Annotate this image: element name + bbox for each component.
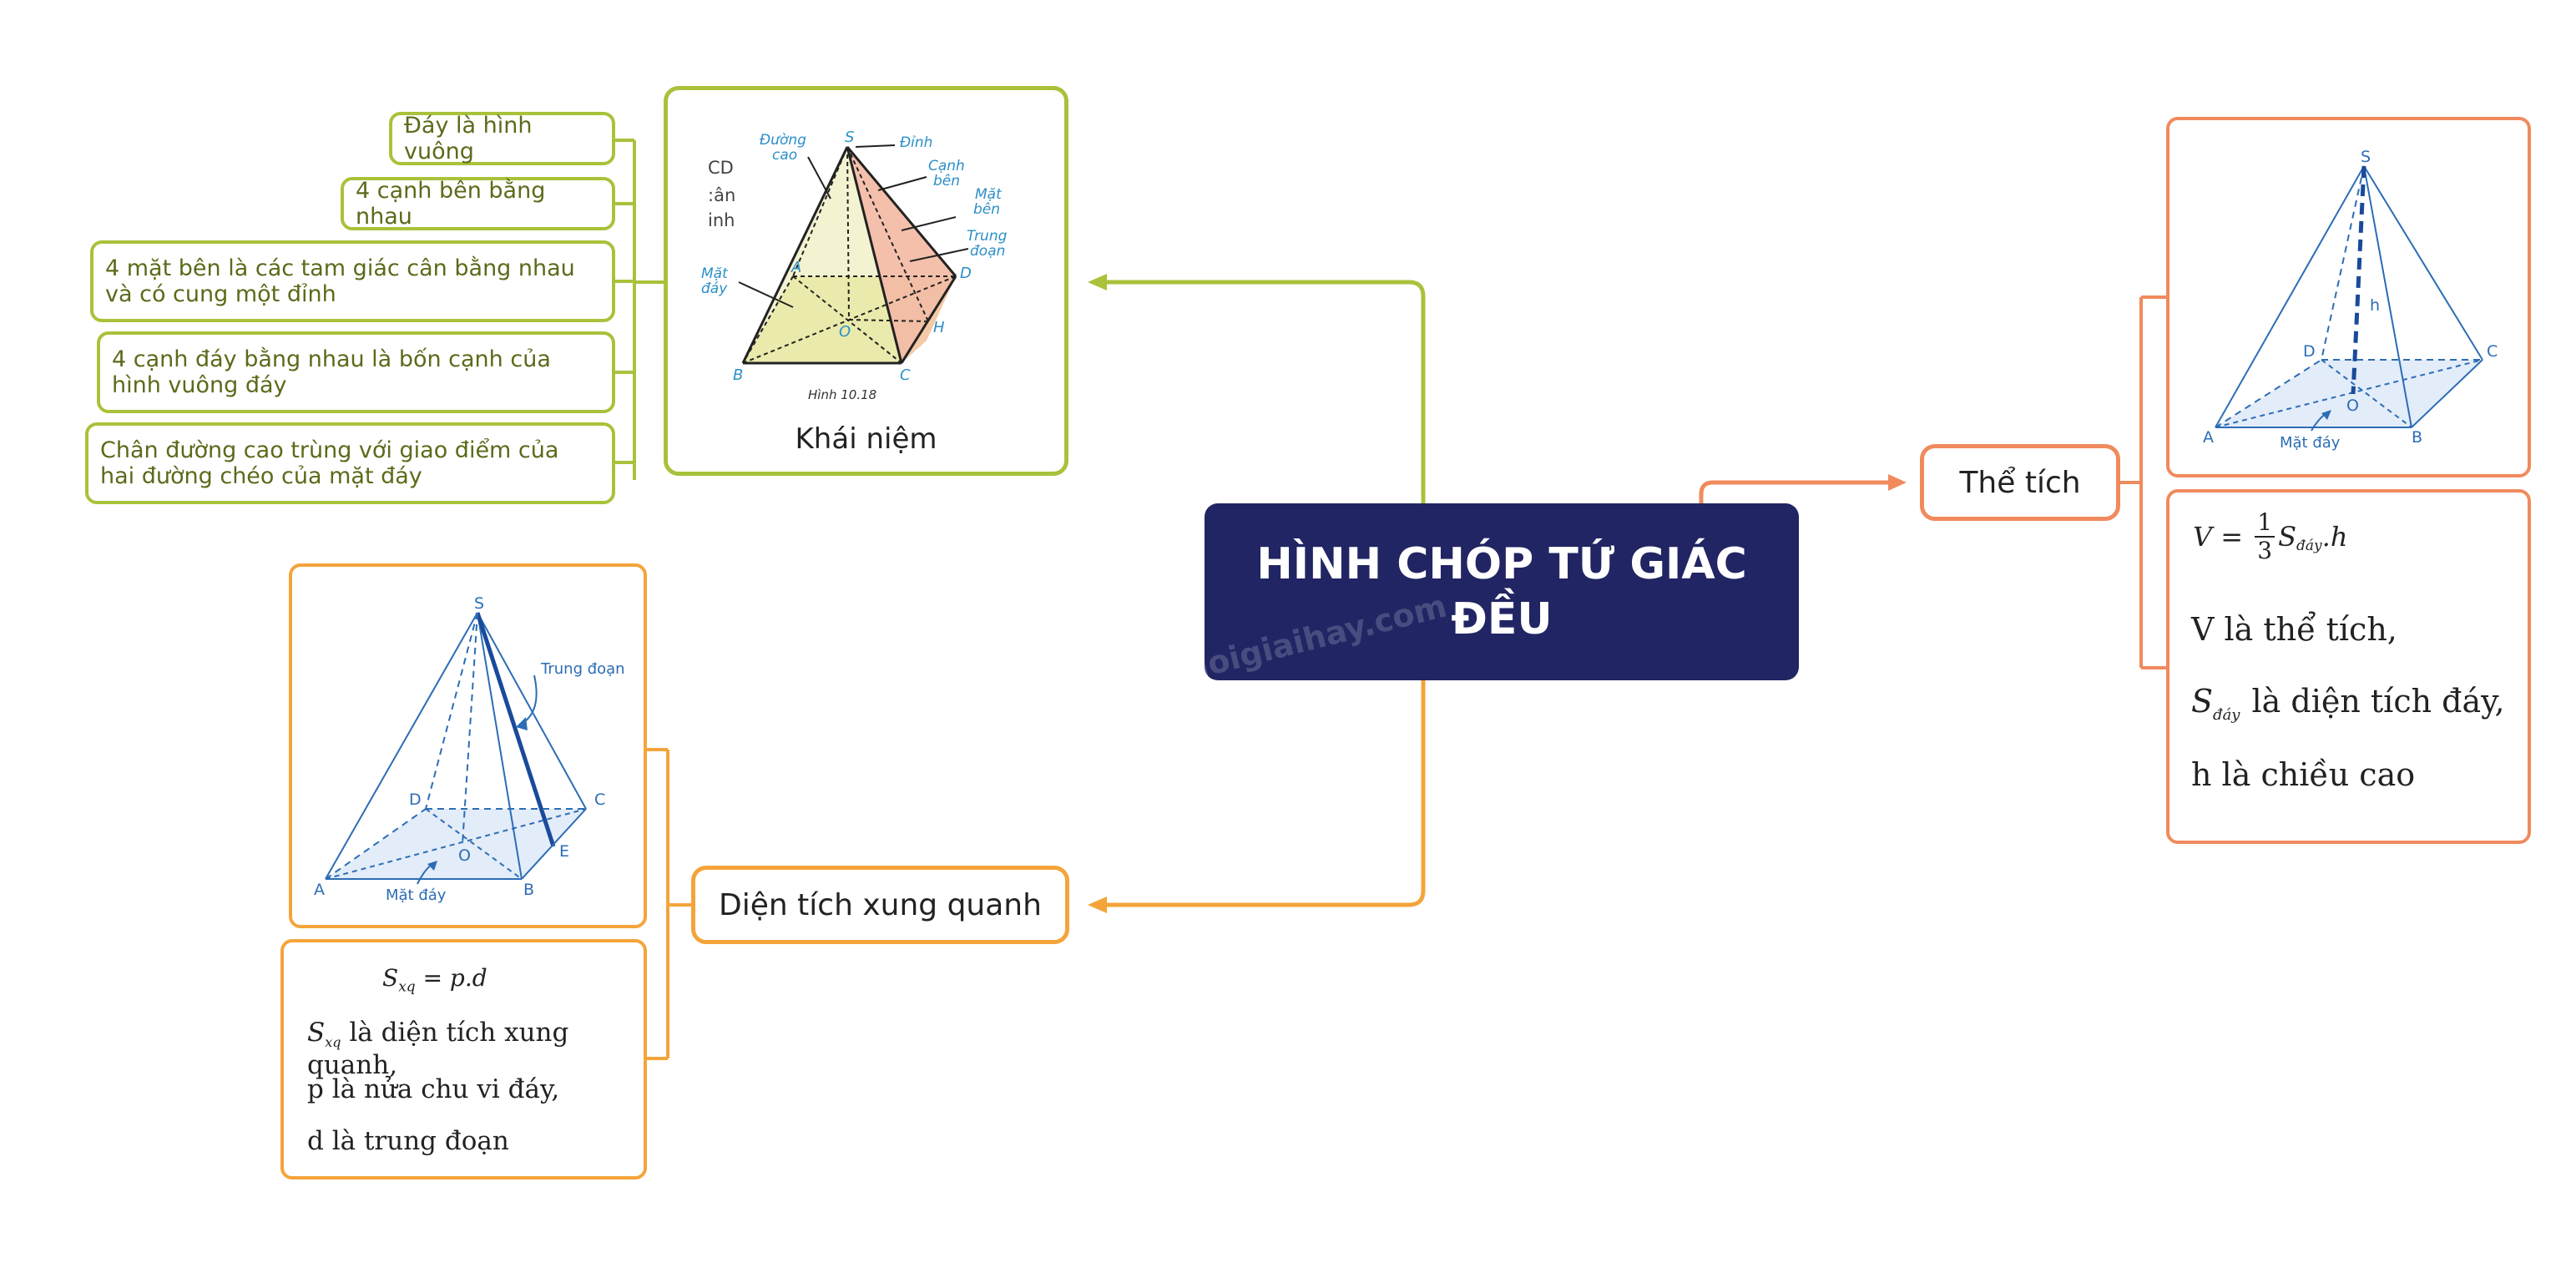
concept-figure-box[interactable]: S A B C D O H Đường cao Đỉnh Cạnh bên Mặ…: [664, 86, 1068, 476]
volume-point-b: B: [2412, 428, 2422, 447]
label-canh-ben-1: Cạnh: [928, 158, 965, 174]
concept-property-1[interactable]: Đáy là hình vuông: [389, 112, 615, 165]
vf-s: S: [2278, 521, 2297, 553]
concept-property-5[interactable]: Chân đường cao trùng với giao điểm của h…: [85, 422, 615, 504]
volume-point-s: S: [2361, 148, 2371, 166]
label-duong-cao-1: Đường: [760, 132, 806, 149]
volume-line-3: h là chiều cao: [2191, 756, 2416, 793]
vf-v: V: [2193, 521, 2213, 553]
label-dinh: Đỉnh: [900, 134, 932, 151]
side-text-1: CD: [708, 158, 734, 178]
center-title-line2: ĐỀU: [1451, 594, 1553, 644]
volume-point-o: O: [2346, 397, 2359, 415]
line-text: là diện tích xung quanh,: [307, 1018, 569, 1081]
line-sym: S: [307, 1018, 326, 1048]
arrow-volume: [1888, 474, 1907, 491]
concept-label: Khái niệm: [795, 422, 937, 456]
vf-fraction: 1 3: [2255, 509, 2275, 564]
volume-figure-box[interactable]: S A B C D O h Mặt đáy: [2166, 117, 2531, 477]
label-canh-ben-2: bên: [933, 173, 960, 189]
point-label-h: H: [933, 319, 945, 336]
lateral-point-d: D: [409, 791, 422, 809]
lateral-formula: Sxq = p.d: [382, 964, 487, 996]
lateral-label-mat-day: Mặt đáy: [386, 887, 447, 904]
line-sub: xq: [325, 1034, 341, 1051]
lateral-formula-box[interactable]: Sxq = p.d Sxq là diện tích xung quanh, p…: [280, 939, 647, 1179]
label-trung-doan-1: Trung: [967, 228, 1008, 245]
vl-sym: S: [2191, 683, 2214, 720]
label-trung-doan-2: đoạn: [970, 243, 1005, 260]
lateral-point-o: O: [458, 846, 471, 865]
vl-sub: đáy: [2213, 705, 2240, 724]
lateral-label-trung-doan: Trung đoạn: [540, 660, 625, 678]
point-label-s: S: [845, 129, 854, 146]
connector-center-concept: [1102, 280, 1426, 503]
center-title-line1: HÌNH CHÓP TỨ GIÁC: [1256, 539, 1747, 589]
concept-pyramid-figure: S A B C D O H Đường cao Đỉnh Cạnh bên Mặ…: [701, 129, 1008, 402]
volume-label-mat-day: Mặt đáy: [2280, 434, 2341, 452]
vf-eq: =: [2212, 521, 2252, 553]
volume-point-a: A: [2203, 428, 2214, 447]
arrow-lateral: [1088, 897, 1107, 913]
volume-bracket: [2120, 296, 2166, 669]
concept-property-4[interactable]: 4 cạnh đáy bằng nhau là bốn cạnh của hìn…: [97, 331, 615, 413]
point-label-b: B: [733, 366, 743, 384]
volume-line-2: Sđáy là diện tích đáy,: [2191, 683, 2505, 724]
arrow-concept: [1088, 274, 1107, 290]
label-mat-day-2: đáy: [701, 280, 728, 297]
volume-point-d: D: [2303, 342, 2316, 361]
point-label-d: D: [960, 265, 972, 282]
lateral-point-b: B: [523, 881, 534, 899]
lateral-point-s: S: [474, 594, 484, 613]
lateral-line-1: Sxq là diện tích xung quanh,: [307, 1018, 644, 1080]
formula-sub: xq: [398, 978, 416, 996]
volume-label: Thể tích: [1959, 465, 2081, 500]
label-duong-cao-2: cao: [772, 147, 797, 164]
lateral-line-2: p là nửa chu vi đáy,: [307, 1074, 560, 1104]
lateral-figure-box[interactable]: S A B C D O E Trung đoạn Mặt đáy: [289, 563, 647, 928]
concept-property-2[interactable]: 4 cạnh bên bằng nhau: [341, 177, 615, 230]
vf-den: 3: [2257, 537, 2273, 564]
connector-center-volume: [1699, 480, 1891, 503]
lateral-point-e: E: [559, 842, 569, 861]
volume-point-c: C: [2487, 342, 2498, 361]
lateral-pyramid-figure: S A B C D O E Trung đoạn Mặt đáy: [314, 594, 625, 904]
lateral-line-3: d là trung đoạn: [307, 1126, 509, 1156]
lateral-bracket: [647, 748, 691, 1060]
concept-property-3[interactable]: 4 mặt bên là các tam giác cân bằng nhau …: [90, 240, 615, 322]
side-text-2: :ân: [708, 185, 735, 205]
volume-label-h: h: [2370, 296, 2380, 315]
lateral-point-c: C: [594, 791, 605, 809]
lateral-node[interactable]: Diện tích xung quanh: [691, 866, 1069, 944]
vf-tail: .h: [2321, 521, 2348, 553]
formula-s: S: [382, 964, 399, 992]
vl-text: là diện tích đáy,: [2251, 683, 2505, 720]
point-label-a: A: [790, 259, 801, 276]
side-text-3: inh: [708, 210, 735, 230]
connector-center-lateral: [1102, 680, 1426, 907]
figure-caption: Hình 10.18: [808, 387, 876, 402]
volume-node[interactable]: Thể tích: [1920, 444, 2120, 521]
vf-num: 1: [2255, 509, 2275, 538]
label-mat-ben-2: bên: [973, 201, 1000, 218]
concept-bracket: [615, 139, 664, 480]
lateral-label: Diện tích xung quanh: [719, 887, 1042, 922]
label-mat-ben-1: Mặt: [975, 186, 1003, 203]
volume-pyramid-figure: S A B C D O h Mặt đáy: [2203, 148, 2498, 452]
lateral-point-a: A: [314, 881, 325, 899]
point-label-c: C: [900, 366, 911, 384]
label-mat-day-1: Mặt: [701, 265, 729, 282]
vf-sub: đáy: [2296, 538, 2322, 554]
point-label-o: O: [839, 323, 851, 341]
volume-line-1: V là thể tích,: [2191, 611, 2397, 648]
formula-rhs: = p.d: [415, 964, 487, 992]
center-topic[interactable]: HÌNH CHÓP TỨ GIÁC ĐỀU: [1205, 503, 1799, 680]
